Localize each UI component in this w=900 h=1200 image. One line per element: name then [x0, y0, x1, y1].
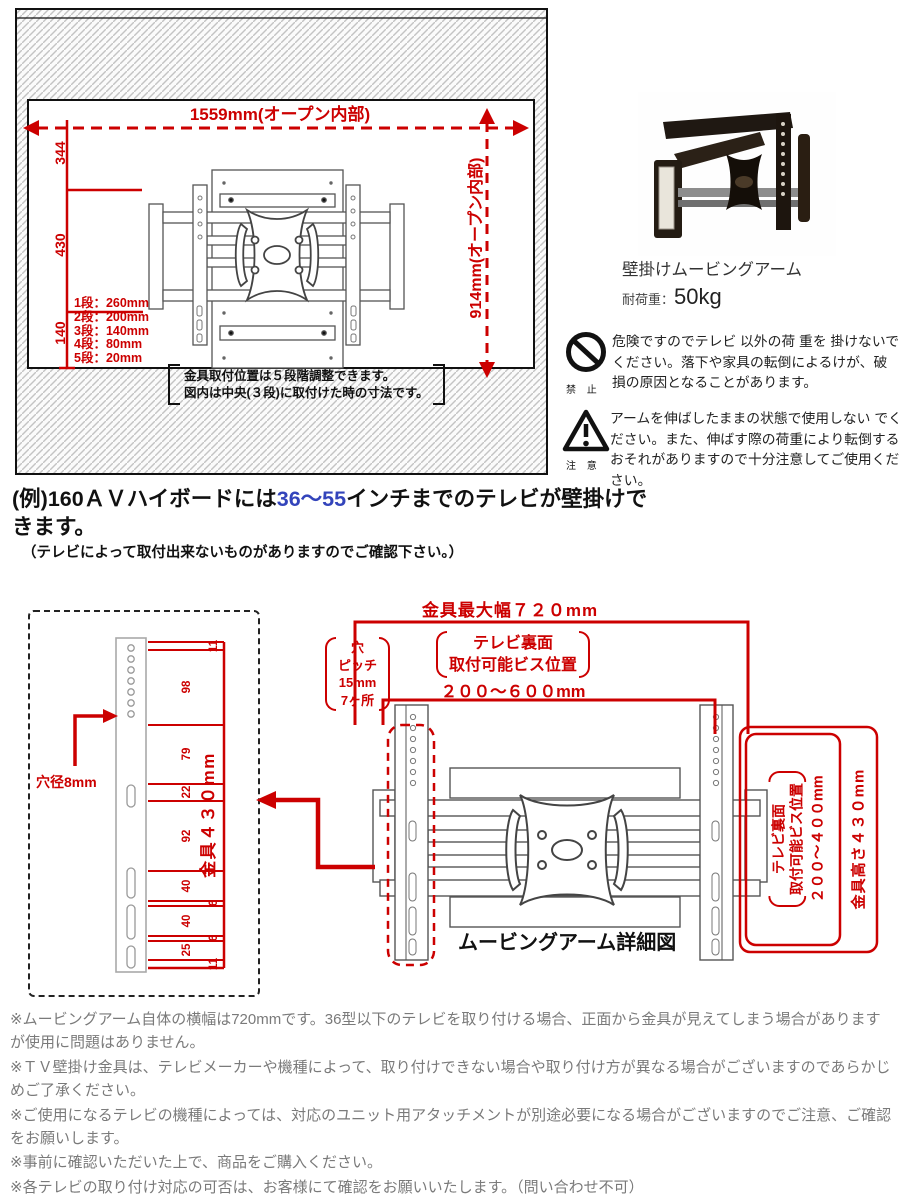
inner-height-dimension-label: 914mm(オープン内部) [468, 157, 485, 319]
step-item: 3段：140mm [74, 323, 150, 338]
prohibition-warning-text: 危険ですのでテレビ 以外の荷 重を 掛けないでください。落下や家具の転倒によるけ… [612, 334, 900, 391]
vis-position-right-label: テレビ裏面 取付可能ビス位置 ２００〜４００mm [768, 732, 827, 946]
cabinet-cross-section-diagram [15, 8, 548, 475]
moving-arm-detail-drawing [372, 704, 768, 961]
svg-text:40: 40 [181, 915, 193, 928]
svg-text:6: 6 [208, 935, 220, 941]
svg-text:92: 92 [181, 830, 193, 843]
svg-text:11: 11 [208, 639, 220, 652]
heading-subnote: （テレビによって取付出来ないものがありますのでご確認下さい。） [22, 545, 464, 561]
height-label-frame [738, 725, 879, 954]
detail-drawing-caption: ムービングアーム詳細図 [458, 932, 677, 954]
step-item: 5段：20mm [74, 351, 143, 366]
mount-front-drawing [148, 169, 405, 369]
adjustment-note-line1: 金具取付位置は５段階調整できます。 [184, 369, 396, 384]
vis-right-line2: 取付可能ビス位置 [788, 783, 805, 895]
bottom-diagram-red-dimensions [256, 620, 879, 967]
svg-text:40: 40 [181, 880, 193, 893]
adjustment-note-line2: 図内は中央(３段)に取付けた時の寸法です。 [184, 385, 429, 400]
svg-text:98: 98 [181, 680, 193, 693]
vis-right-range: ２００〜４００mm [810, 775, 827, 903]
step-item: 4段：80mm [74, 337, 143, 352]
example-heading: (例)160ＡＶハイボードには36〜55インチまでのテレビが壁掛けできます。 [12, 486, 660, 541]
svg-text:79: 79 [181, 748, 193, 761]
rail-highlight-dashed-box [386, 723, 436, 967]
hole-diameter-label: 穴径8mm [36, 774, 97, 790]
vesa-x-plate [234, 207, 320, 303]
svg-text:22: 22 [181, 786, 193, 799]
max-width-label: 金具最大幅７２０mm [421, 601, 599, 620]
bracket-total-height-label: 金具高さ４３０mm [850, 768, 868, 910]
dim-344-label: 344 [52, 141, 68, 165]
prohibition-icon-caption: 禁 止 [566, 385, 601, 396]
svg-text:11: 11 [208, 957, 220, 970]
vis-position-frame [744, 732, 842, 947]
prohibition-icon [566, 332, 606, 372]
bracket-plate-drawing: 11 98 79 22 92 40 6 40 6 25 11 金具４３０mm [73, 637, 226, 973]
vis-top-line1: テレビ裏面 [472, 635, 553, 652]
svg-text:6: 6 [208, 900, 220, 906]
dim-430-label: 430 [52, 233, 68, 257]
caution-warning-text: アームを伸ばしたままの状態で使用しない でください。また、伸ばす際の荷重により転… [610, 411, 900, 489]
caution-icon [562, 409, 610, 452]
svg-text:25: 25 [181, 943, 193, 956]
pitch-line: 7ヶ所 [340, 692, 375, 708]
adjustment-note-box: 金具取付位置は５段階調整できます。 図内は中央(３段)に取付けた時の寸法です。 [168, 364, 445, 405]
heading-size-range: 36〜55 [276, 487, 347, 511]
product-name: 壁掛けムービングアーム [622, 261, 803, 279]
step-item: 1段：260mm [74, 296, 150, 310]
footnote: ※各テレビの取り付け対応の可否は、お客様にて確認をお願いいたします。（問い合わせ… [10, 1178, 644, 1196]
pitch-line: 15mm [338, 675, 377, 691]
pitch-line: ピッチ [338, 657, 378, 673]
vesa-x-plate-detail [505, 794, 629, 906]
caution-icon-caption: 注 意 [566, 461, 601, 472]
red-dimension-lines [23, 108, 529, 378]
footnote: ※事前に確認いただいた上で、商品をご購入ください。 [10, 1154, 382, 1172]
vis-top-range: ２００〜６００mm [440, 683, 586, 702]
footnotes: ※ムービングアーム自体の横幅は720mmです。36型以下のテレビを取り付ける場合… [10, 1008, 892, 1200]
footnote: ※ＴＶ壁掛け金具は、テレビメーカーや機種によって、取り付けできない場合や取り付け… [10, 1058, 891, 1100]
detail-leader-arrow [256, 791, 375, 870]
load-capacity-value: 50kg [674, 284, 722, 309]
inner-width-dimension-label: 1559mm(オープン内部) [189, 105, 371, 124]
footnote: ※ムービングアーム自体の横幅は720mmです。36型以下のテレビを取り付ける場合… [10, 1011, 881, 1052]
step-item: 2段：200mm [74, 309, 150, 324]
load-capacity: 耐荷重：50kg [622, 284, 722, 310]
bracket-height-label: 金具４３０mm [198, 752, 218, 879]
dim-140-label: 140 [52, 321, 68, 345]
bracket-detail-box [28, 610, 260, 997]
bracket-segment-values: 11 98 79 22 92 40 6 40 6 25 11 [181, 639, 220, 970]
vis-position-top-label: テレビ裏面 取付可能ビス位置 ２００〜６００mm [413, 631, 613, 702]
vis-top-line2: 取付可能ビス位置 [448, 656, 577, 674]
footnote: ※ご使用になるテレビの機種によっては、対応のユニット用アタッチメントが別途必要に… [10, 1106, 892, 1147]
heading-part2: インチまでのテレビが壁掛けできます。 [12, 487, 648, 539]
hole-diameter-arrow [73, 709, 118, 766]
product-photo [638, 92, 836, 256]
step-position-list: 1段：260mm 2段：200mm 3段：140mm 4段：80mm 5段：20… [74, 296, 150, 366]
load-capacity-label: 耐荷重： [622, 292, 675, 307]
bracket-dimension-chain [148, 641, 226, 970]
vis-right-line1: テレビ裏面 [770, 804, 787, 874]
heading-part1: (例)160ＡＶハイボードには [12, 487, 277, 511]
